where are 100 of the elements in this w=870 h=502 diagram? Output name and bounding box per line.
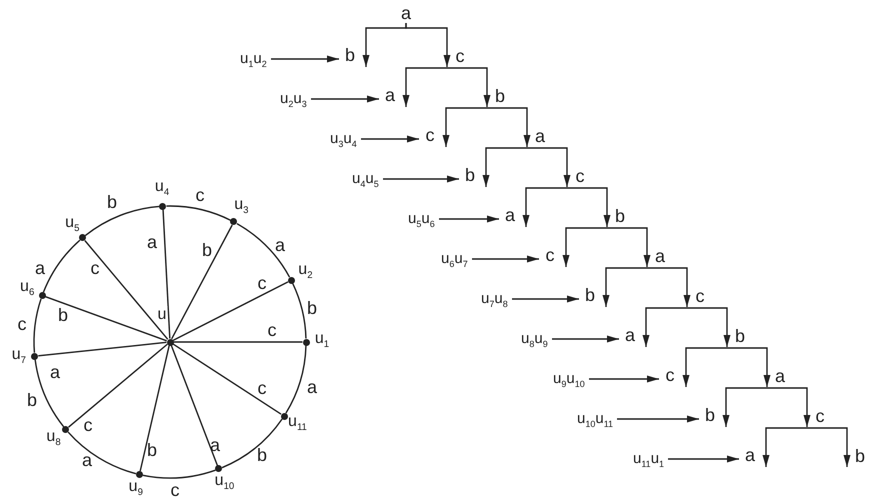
edge-label: c (18, 315, 26, 333)
rim-arc (42, 240, 80, 292)
pointer-arrow (512, 296, 579, 302)
spoke-line (172, 281, 288, 342)
rim-arc (142, 470, 216, 479)
color-letter: a (768, 366, 788, 386)
rim-arc (222, 418, 283, 468)
branch-arrow (687, 307, 730, 347)
edge-label: c (90, 259, 100, 277)
vertex-dot (31, 352, 38, 360)
color-letter: b (340, 45, 367, 65)
edge-pair-label: u$_{5}$u$_{6}$ (408, 209, 435, 229)
branch-arrow (567, 187, 610, 227)
spoke-line (68, 344, 168, 428)
color-letter: b (848, 446, 868, 466)
vertex-label: u$_{1}$ (314, 330, 330, 352)
color-letter: c (420, 125, 447, 145)
rim-arc (68, 432, 136, 474)
edge-label: b (147, 441, 157, 459)
edge-label: a (307, 378, 317, 396)
branch-arrow (482, 147, 527, 187)
pointer-arrow (589, 376, 659, 382)
vertex-label: u$_{10}$ (214, 472, 234, 494)
vertex-dot (79, 234, 86, 242)
spoke-line (84, 240, 168, 340)
vertex-label: u$_{9}$ (128, 478, 143, 500)
color-letter: b (488, 86, 508, 106)
vertex-dot (159, 202, 166, 210)
color-letter: a (528, 126, 548, 146)
edge-pair-label: u$_{1}$u$_{2}$ (240, 49, 267, 69)
edge-pair-label: u$_{11}$u$_{1}$ (633, 449, 664, 469)
pointer-arrow (668, 456, 739, 462)
branch-arrow (607, 227, 650, 267)
spoke-line (172, 343, 282, 415)
vertex-label: u$_{3}$ (234, 196, 248, 218)
branch-arrow (442, 107, 487, 147)
vertex-dot (166, 338, 174, 346)
edge-label: c (258, 379, 266, 397)
rim-arc (285, 345, 307, 414)
pointer-arrow (617, 416, 699, 422)
edge-label: c (196, 186, 204, 204)
vertex-dot (230, 218, 238, 226)
branch-arrow (527, 147, 570, 187)
branch-arrow (405, 23, 450, 67)
branch-arrow (562, 227, 607, 267)
color-letter: c (688, 286, 708, 306)
color-letter: c (540, 245, 567, 265)
color-letter: a (500, 205, 527, 225)
edge-label: b (107, 193, 117, 211)
edge-label: a (82, 451, 92, 469)
pointer-arrow (311, 96, 379, 102)
rim-arc (34, 360, 64, 428)
branch-arrow (602, 267, 647, 307)
pointer-arrow (439, 216, 499, 222)
rim-arc (236, 223, 290, 278)
vertex-dot (288, 276, 295, 284)
branch-arrow (642, 307, 687, 347)
vertex-label: u$_{2}$ (298, 260, 313, 284)
rim-arc (33, 298, 42, 353)
rim-arc (292, 283, 307, 339)
color-letter: a (396, 3, 416, 23)
edge-label: b (202, 241, 212, 259)
vertex-dot (280, 412, 288, 420)
vertex-label: u$_{11}$ (288, 412, 307, 435)
vertex-label: u$_{8}$ (46, 428, 61, 450)
color-letter: c (808, 406, 828, 426)
color-letter: a (740, 445, 767, 465)
edge-label: c (170, 481, 180, 499)
branch-arrow (682, 347, 727, 387)
edge-label: a (147, 233, 157, 251)
edge-label: c (84, 416, 92, 434)
color-letter: a (648, 246, 668, 266)
spoke-line (45, 296, 167, 342)
color-letter: b (460, 165, 487, 185)
branch-arrow (727, 347, 770, 387)
edge-pair-label: u$_{2}$u$_{3}$ (280, 89, 307, 109)
edge-pair-label: u$_{4}$u$_{5}$ (352, 169, 379, 189)
vertex-dot (38, 292, 46, 299)
branch-arrow (722, 387, 767, 427)
vertex-label: u$_{5}$ (65, 213, 80, 236)
color-letter: a (620, 325, 647, 345)
edge-label: c (258, 274, 266, 292)
vertex-dot (136, 471, 143, 478)
branch-arrow (647, 267, 690, 307)
branch-arrow (807, 427, 850, 467)
edge-label: a (35, 259, 45, 277)
edge-pair-label: u$_{7}$u$_{8}$ (481, 289, 508, 309)
rim-arc (84, 206, 160, 236)
spoke-line (171, 224, 233, 340)
edge-pair-label: u$_{10}$u$_{11}$ (577, 409, 614, 429)
branch-arrow (762, 427, 807, 467)
edge-pair-label: u$_{6}$u$_{7}$ (441, 249, 468, 269)
color-letter: b (580, 285, 607, 305)
pointer-arrow (472, 256, 539, 262)
pointer-arrow (383, 176, 459, 182)
color-letter: c (568, 166, 588, 186)
vertex-dot (62, 426, 70, 433)
color-letter: b (700, 405, 727, 425)
edge-label: b (58, 306, 68, 324)
spoke-line (174, 341, 302, 343)
